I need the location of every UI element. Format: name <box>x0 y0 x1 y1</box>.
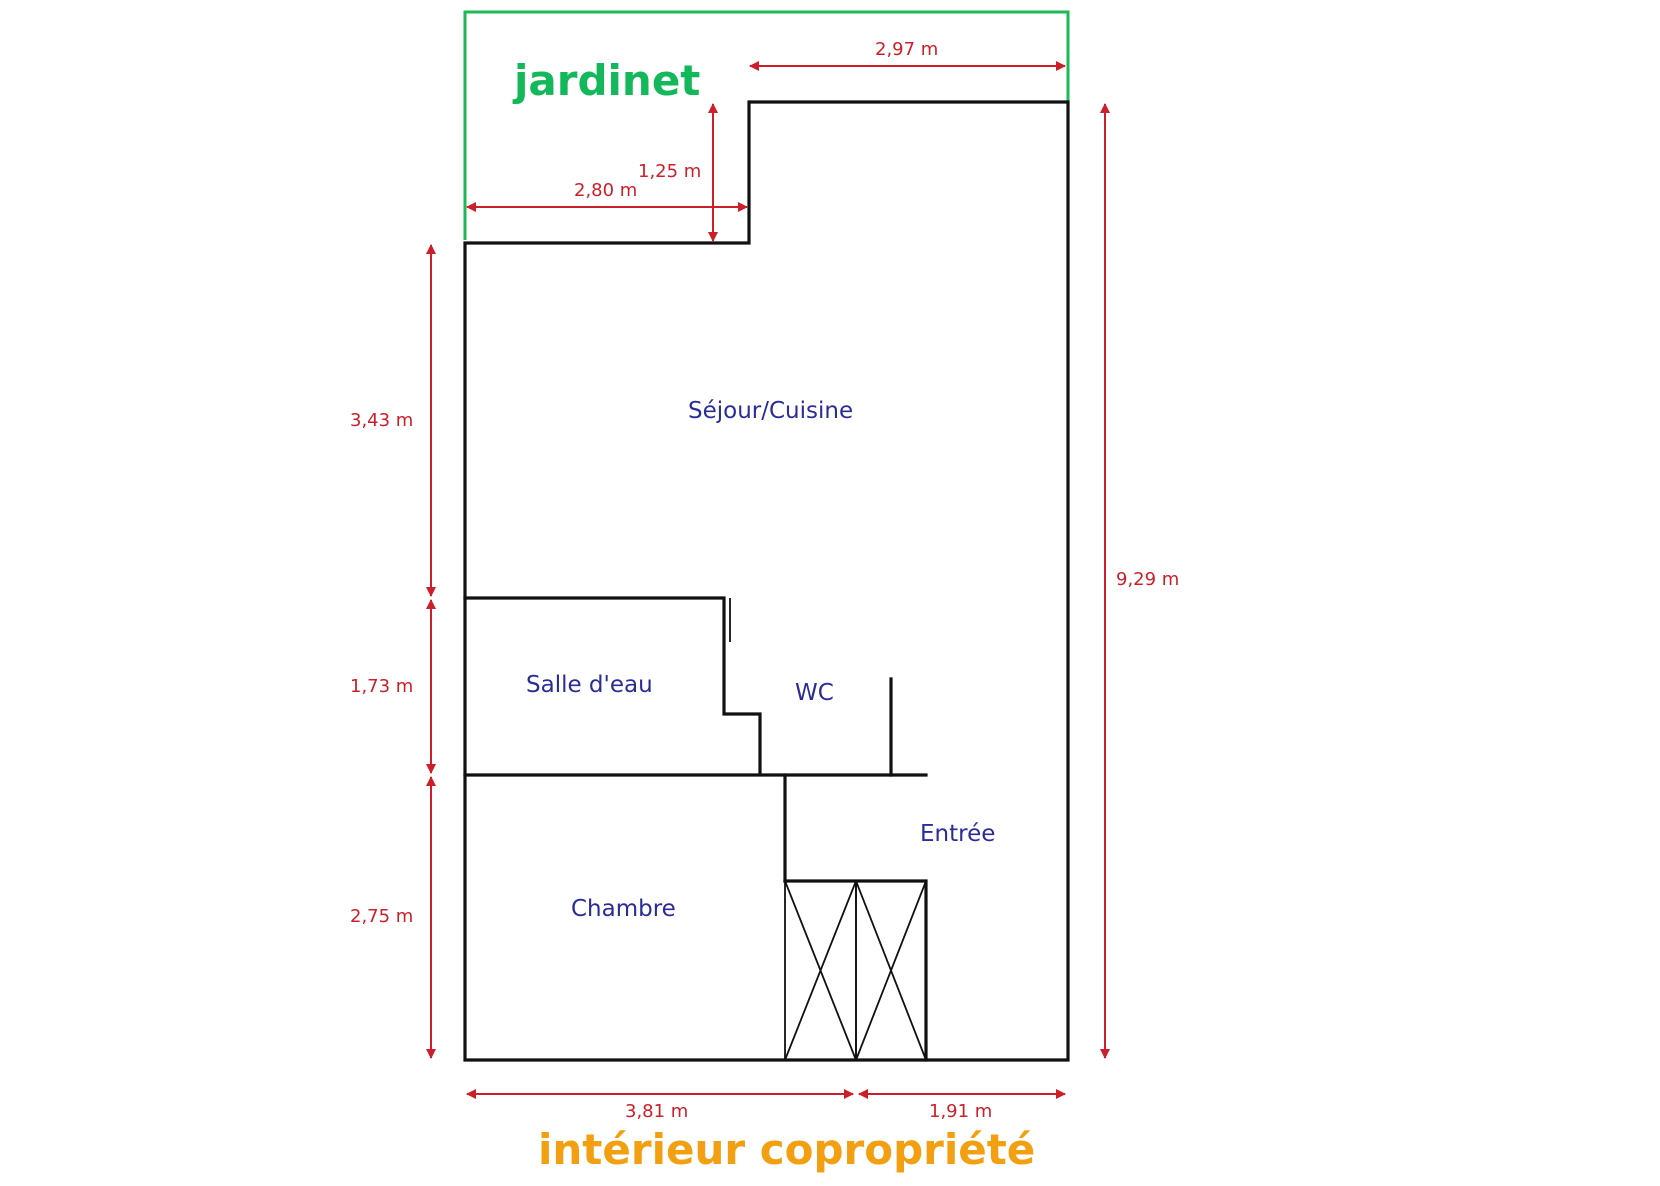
garden-boundary <box>463 10 1070 240</box>
garden-label: jardinet <box>512 56 700 105</box>
closet-left-cross <box>784 880 857 1061</box>
dimension-living-height-label: 3,43 m <box>350 410 413 431</box>
room-living-kitchen-label: Séjour/Cuisine <box>688 398 853 424</box>
dimension-bottom-left-width-label: 3,81 m <box>625 1101 688 1122</box>
dimension-notch-height-label: 1,25 m <box>638 161 701 182</box>
closet-right <box>855 880 927 1061</box>
outer-walls <box>463 100 1070 1062</box>
room-bedroom-label: Chambre <box>571 896 676 922</box>
room-entrance-label: Entrée <box>920 821 995 847</box>
closet-right-cross <box>855 880 927 1061</box>
dimension-bedroom-height-label: 2,75 m <box>350 906 413 927</box>
dimension-bottom-right-width-label: 1,91 m <box>929 1101 992 1122</box>
shower-room-top-wall <box>463 596 762 776</box>
dimension-top-width-label: 2,97 m <box>875 39 938 60</box>
dimension-notch-width-label: 2,80 m <box>574 180 637 201</box>
room-shower-room-label: Salle d'eau <box>526 672 653 698</box>
dimension-total-height-label: 9,29 m <box>1116 569 1179 590</box>
outside-label: intérieur copropriété <box>538 1125 1035 1174</box>
dimension-shower-height-label: 1,73 m <box>350 676 413 697</box>
room-wc-label: WC <box>795 680 834 706</box>
